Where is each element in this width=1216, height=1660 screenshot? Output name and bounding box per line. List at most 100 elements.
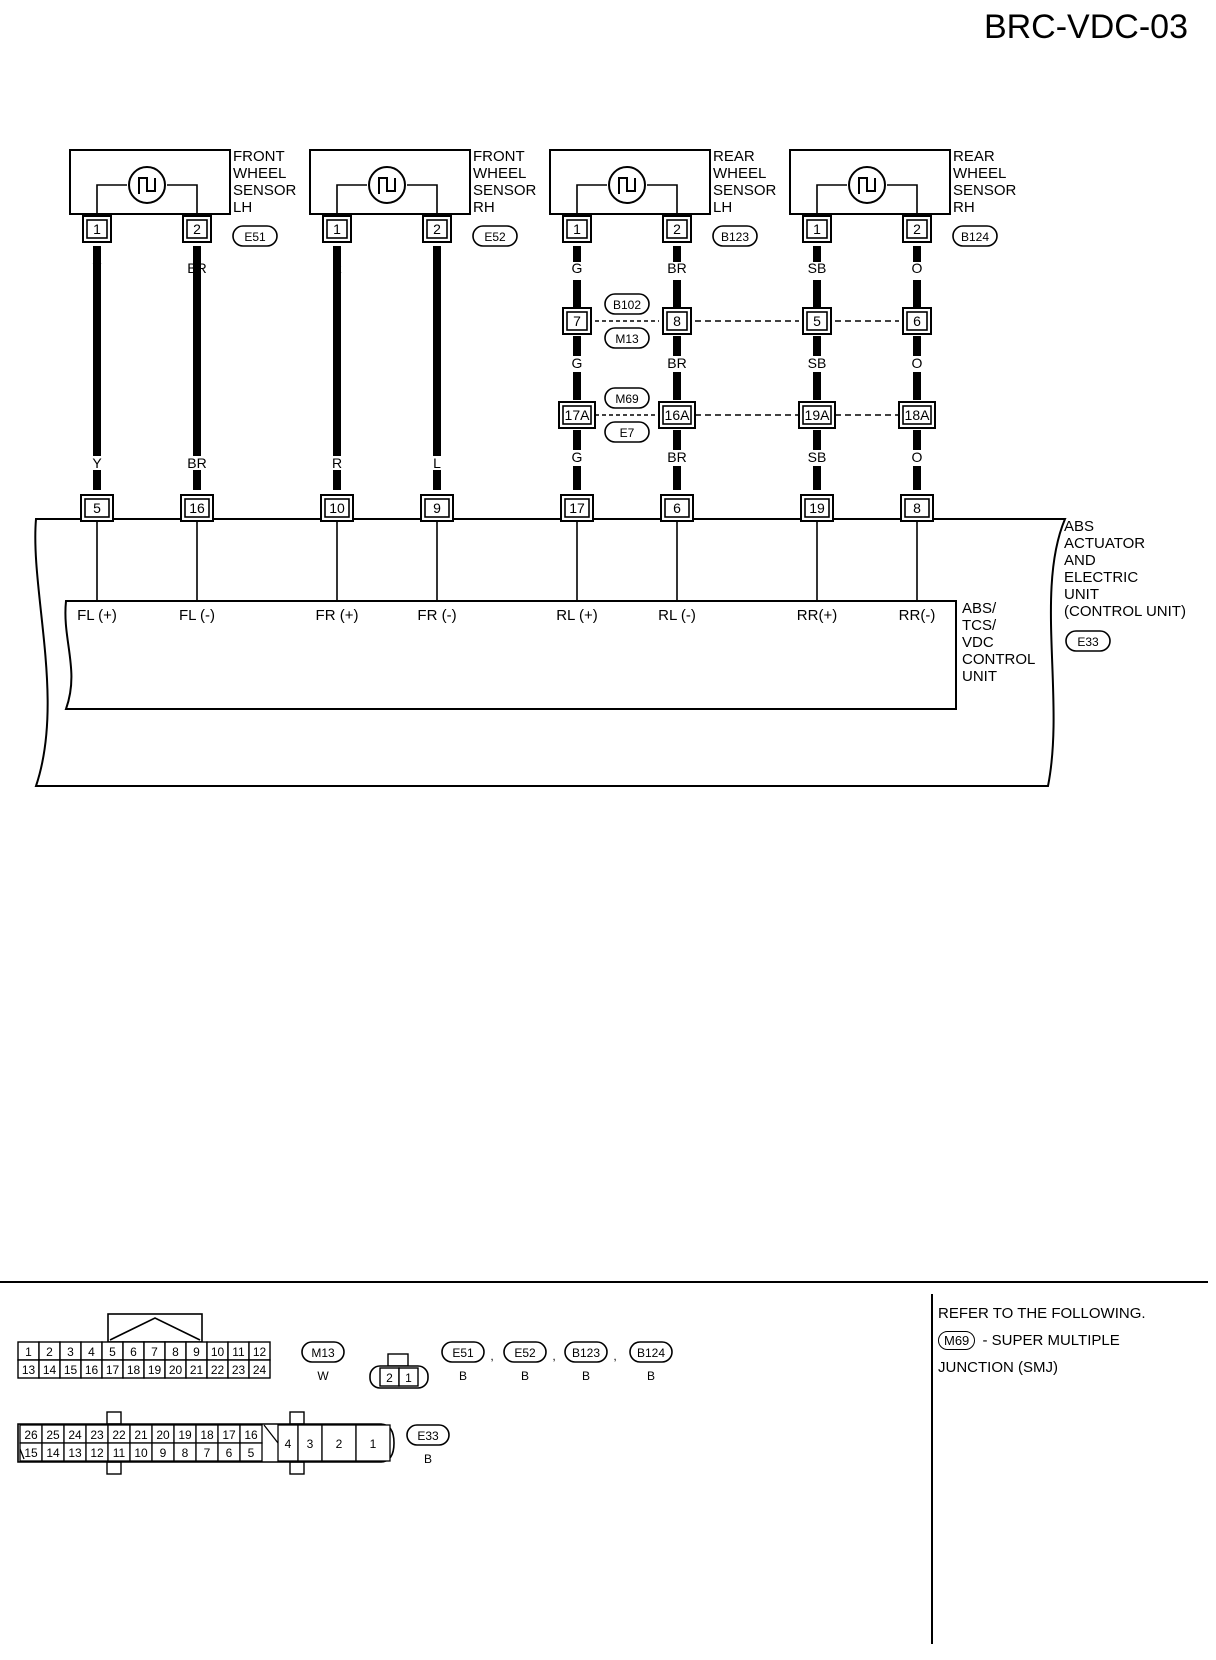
cavity-number: 10: [211, 1345, 225, 1359]
junction-pin-16A-cavity: [662, 405, 692, 425]
sensor-pin-2-number: 2: [193, 221, 201, 237]
sensor-pin-1-cavity: [566, 219, 588, 239]
sensor-connector-id-label: E52: [484, 230, 506, 244]
wire-color: BR: [667, 260, 686, 276]
sensor-pin-2-number: 2: [913, 221, 921, 237]
square-wave-icon: [378, 177, 396, 194]
cavity-number: 20: [156, 1428, 170, 1442]
cavity-number: 15: [24, 1446, 38, 1460]
wire-label-gap: [425, 456, 449, 470]
list-separator: ,: [552, 1349, 555, 1363]
signal-label: RR(-): [899, 607, 936, 624]
wire-label-gap: [85, 456, 109, 470]
unit-pin-16-number: 16: [189, 500, 205, 516]
cavity: [248, 1359, 271, 1379]
junction-connector-top-label: M69: [615, 392, 639, 406]
connector-id-b123-label: B123: [572, 1346, 600, 1360]
cavity-number: 15: [64, 1363, 78, 1377]
cavity-number: 17: [106, 1363, 120, 1377]
cavity-number: 20: [169, 1363, 183, 1377]
cavity-number: 23: [232, 1363, 246, 1377]
cavity-number: 13: [22, 1363, 36, 1377]
cavity-number: 16: [244, 1428, 258, 1442]
page-title: BRC-VDC-03: [983, 8, 1188, 46]
cavity-number: 14: [46, 1446, 60, 1460]
sensor-connector-id-outline: [712, 225, 758, 247]
sensor-lead-right: [887, 184, 918, 228]
cavity-number: 26: [24, 1428, 38, 1442]
unit-pin-10-number: 10: [329, 500, 345, 516]
junction-pin-17A-cavity: [562, 405, 592, 425]
cavity-number: 19: [148, 1363, 162, 1377]
signal-label: FR (+): [316, 607, 359, 624]
sensor-connector-id-label: E51: [244, 230, 266, 244]
sensor-lead-right: [407, 184, 438, 228]
connector-latch: [106, 1461, 122, 1475]
sensor-pin-2-cavity: [666, 219, 688, 239]
junction-pin-5-cavity: [806, 311, 828, 331]
cavity-number: 9: [193, 1345, 200, 1359]
refer-line-3: JUNCTION (SMJ): [938, 1359, 1058, 1376]
unit-connector-id-outline: [1065, 630, 1111, 652]
cavity-number: 1: [370, 1437, 377, 1451]
junction-connector-top-outline: [604, 293, 650, 315]
signal-label: FR (-): [417, 607, 456, 624]
sensor-lead-left: [576, 184, 607, 228]
cavity-large: [321, 1424, 357, 1462]
junction-pin-18A-number: 18A: [905, 407, 931, 423]
cavity-number: 18: [127, 1363, 141, 1377]
list-separator: ,: [490, 1349, 493, 1363]
connector-id-e51-outline: [441, 1341, 485, 1363]
sensor-pin-1-cavity: [86, 219, 108, 239]
cavity-number: 12: [90, 1446, 104, 1460]
sensor-lead-left: [336, 184, 367, 228]
unit-pin-16-cavity: [184, 498, 210, 518]
refer-line-2: M69 - SUPER MULTIPLE: [938, 1327, 1208, 1354]
unit-pin-6-number: 6: [673, 500, 681, 516]
connector-id-e51-label: E51: [452, 1346, 474, 1360]
junction-pin-8-number: 8: [673, 313, 681, 329]
cavity-large: [355, 1424, 391, 1462]
junction-connector-bottom-outline: [604, 327, 650, 349]
junction-pin-17A-number: 17A: [565, 407, 591, 423]
cavity-number: 12: [253, 1345, 267, 1359]
cavity-number: 24: [253, 1363, 267, 1377]
cavity-large: [297, 1424, 323, 1462]
refer-line-1: REFER TO THE FOLLOWING.: [938, 1305, 1146, 1322]
wire-color: O: [912, 355, 923, 371]
square-wave-icon: [618, 177, 636, 194]
control-unit-outline: [64, 600, 957, 710]
connector-color: B: [647, 1369, 655, 1383]
cavity-number: 5: [248, 1446, 255, 1460]
refer-description: - SUPER MULTIPLE: [982, 1332, 1120, 1349]
wire-color: G: [572, 355, 583, 371]
square-wave-icon: [138, 177, 156, 194]
wire-color: G: [572, 449, 583, 465]
cavity-number: 7: [151, 1345, 158, 1359]
signal-label: RR(+): [797, 607, 837, 624]
sensor-pin-1-number: 1: [573, 221, 581, 237]
wire-color: Y: [92, 260, 102, 276]
junction-connector-bottom-outline: [604, 421, 650, 443]
junction-pin-5-number: 5: [813, 313, 821, 329]
sensor-pin-1-number: 1: [93, 221, 101, 237]
connector-id-b124-label: B124: [637, 1346, 665, 1360]
unit-pin-8-cavity: [904, 498, 930, 518]
sensor-pin-2-cavity: [906, 219, 928, 239]
cavity-number: 22: [112, 1428, 126, 1442]
wire-color: SB: [808, 449, 827, 465]
sensor-connector-id-outline: [472, 225, 518, 247]
cavity-number: 6: [130, 1345, 137, 1359]
sensor-pin-2-number: 2: [433, 221, 441, 237]
connector-latch: [289, 1411, 305, 1425]
connector-id-e52-label: E52: [514, 1346, 536, 1360]
junction-pin-8-cavity: [666, 311, 688, 331]
